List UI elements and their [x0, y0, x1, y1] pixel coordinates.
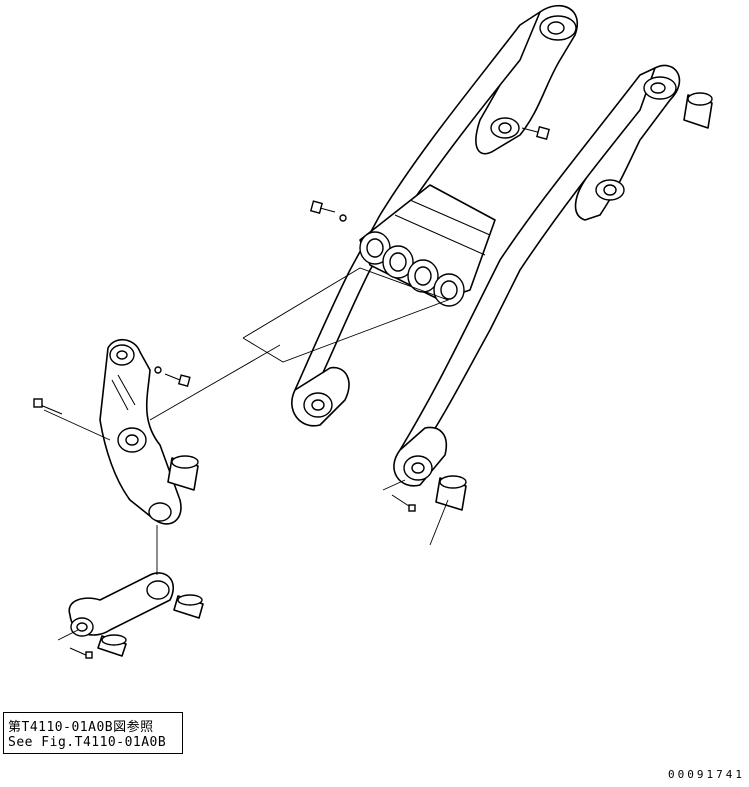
- bushing-crank: [167, 455, 199, 491]
- reference-text-english: See Fig.T4110-01A0B: [8, 735, 167, 750]
- bushing-upper: [683, 92, 713, 129]
- bolt-link: [69, 647, 93, 659]
- bolt-crank: [154, 366, 191, 387]
- cross-member: [359, 184, 496, 307]
- pin-long: [33, 398, 63, 415]
- bell-crank: [99, 339, 182, 525]
- boom-foot-left: [291, 366, 350, 427]
- boom-arm-right: [399, 64, 681, 461]
- bolt-upper-right: [521, 126, 550, 140]
- bushing-lower: [435, 475, 467, 511]
- bolt-center: [309, 200, 347, 222]
- lower-link: [68, 572, 174, 637]
- drawing-number: 00091741: [668, 768, 745, 781]
- boom-foot-right: [393, 426, 447, 487]
- leader-lines: [43, 267, 450, 641]
- reference-text-japanese: 第T4110-01A0B図参照: [8, 720, 154, 735]
- bushing-link-a: [173, 594, 204, 619]
- boom-arm-left: [294, 4, 578, 401]
- bolt-lower-right: [391, 494, 416, 512]
- figure-reference-note: 第T4110-01A0B図参照 See Fig.T4110-01A0B: [3, 712, 183, 754]
- bushing-link-b: [97, 634, 127, 657]
